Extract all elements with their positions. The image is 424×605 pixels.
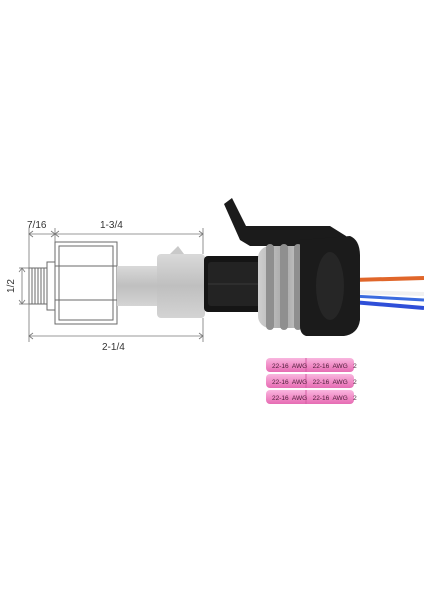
wire-blue: [351, 300, 424, 310]
splice-print: 22-16 AWG 22-16 AWG 2: [272, 363, 357, 370]
wire-orange: [351, 276, 424, 282]
splice-print: 22-16 AWG 22-16 AWG 2: [272, 379, 357, 386]
locking-tab: [224, 198, 346, 246]
dimension-lines: [18, 228, 204, 342]
splice-connector: 22-16 AWG 22-16 AWG 2: [266, 358, 357, 372]
dimension-thread-diameter: 1/2: [6, 279, 17, 293]
splice-connector: 22-16 AWG 22-16 AWG 2: [266, 390, 357, 404]
splice-connectors: 22-16 AWG 22-16 AWG 2 22-16 AWG 22-16 AW…: [266, 358, 357, 404]
connector-pigtail: [204, 198, 424, 336]
splice-print: 22-16 AWG 22-16 AWG 2: [272, 395, 357, 402]
weather-seal: [258, 244, 310, 330]
wire-white: [351, 290, 424, 296]
dimension-overall-length: 2-1/4: [102, 342, 125, 353]
dimension-nut-width: 7/16: [27, 220, 47, 231]
splice-connector: 22-16 AWG 22-16 AWG 2: [266, 374, 357, 388]
sensor-drawing: [28, 241, 205, 325]
dimension-body-length: 1-3/4: [100, 220, 123, 231]
